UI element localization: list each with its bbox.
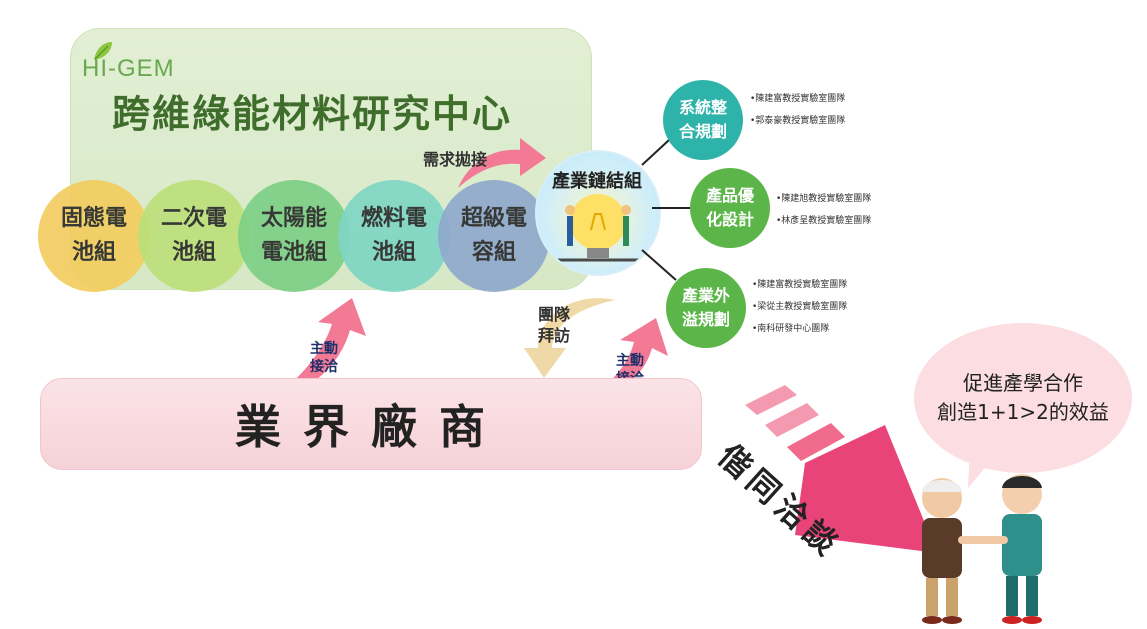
active-contact-line2: 接洽: [310, 359, 338, 376]
group-label-line1: 固態電: [60, 205, 127, 231]
group-solar-cell: 太陽能電池組: [238, 180, 350, 292]
bubble-line2: 創造1+1>2的效益: [937, 400, 1109, 424]
lightbulb-icon: [557, 194, 639, 262]
team-visit-line1: 團隊: [538, 305, 571, 324]
branch-label-line1: 產業外: [681, 286, 730, 305]
group-label-line1: 太陽能: [260, 205, 327, 231]
active-contact-label-1: 主動 接洽: [310, 340, 338, 376]
group-label-line2: 池組: [171, 240, 216, 265]
leaf-icon: [94, 42, 112, 60]
branch-label-line1: 產品優: [705, 186, 754, 205]
handshake-people-illustration: [922, 474, 1042, 624]
group-label-line2: 容組: [471, 240, 516, 265]
group-label-line2: 池組: [71, 240, 116, 265]
demand-arrow: [458, 138, 546, 188]
team-list-spillover: •陳建富教授實驗室團隊 •梁從主教授實驗室團隊 •南科研發中心團隊: [752, 274, 847, 340]
team-visit-arrow: [524, 298, 615, 378]
branch-label-line2: 合規劃: [678, 122, 727, 141]
branch-industry-spillover: 產業外溢規劃: [666, 268, 746, 348]
industry-label: 業界廠商: [235, 400, 507, 454]
group-label-line1: 超級電: [460, 205, 527, 231]
branch-product-optimization: 產品優化設計: [690, 168, 770, 248]
team-item: •陳建富教授實驗室團隊: [750, 94, 846, 104]
active-contact-arrow-1: [266, 298, 366, 404]
team-list-product: •陳建旭教授實驗室團隊 •林彥呈教授實驗室團隊: [776, 188, 871, 232]
group-label-line1: 燃料電: [360, 205, 427, 231]
team-item: •陳建富教授實驗室團隊: [752, 280, 848, 290]
group-solid-state-battery: 固態電池組: [38, 180, 150, 292]
group-fuel-cell: 燃料電池組: [338, 180, 450, 292]
active-contact-line1: 主動: [310, 341, 338, 357]
team-item: •郭泰豪教授實驗室團隊: [750, 116, 846, 126]
speech-bubble: 促進產學合作 創造1+1>2的效益: [914, 323, 1132, 473]
group-label-line2: 電池組: [260, 240, 327, 265]
demand-label: 需求拋接: [423, 150, 488, 169]
industry-link-hub: [535, 150, 661, 276]
team-visit-label: 團隊 拜訪: [538, 305, 570, 347]
team-item: •陳建旭教授實驗室團隊: [776, 194, 872, 204]
branch-system-integration: 系統整合規劃: [663, 80, 743, 160]
team-list-system: •陳建富教授實驗室團隊 •郭泰豪教授實驗室團隊: [750, 88, 845, 132]
group-secondary-battery: 二次電池組: [138, 180, 250, 292]
branch-label-line2: 化設計: [705, 210, 754, 229]
team-item: •梁從主教授實驗室團隊: [752, 302, 848, 312]
active-contact-arrow-2: [576, 318, 668, 402]
bubble-line1: 促進產學合作: [962, 371, 1083, 395]
logo-text: HI-GEM: [82, 55, 175, 82]
group-label-line2: 池組: [371, 240, 416, 265]
branch-label-line2: 溢規劃: [681, 310, 730, 329]
hub-label: 產業鏈結組: [552, 171, 642, 192]
team-item: •南科研發中心團隊: [752, 324, 830, 334]
team-item: •林彥呈教授實驗室團隊: [776, 216, 872, 226]
center-title: 跨維綠能材料研究中心: [112, 92, 513, 136]
industry-vendors-panel: 業界廠商: [40, 378, 702, 470]
bubble-text: 促進產學合作 創造1+1>2的效益: [937, 369, 1109, 427]
team-visit-line2: 拜訪: [538, 325, 571, 345]
group-label-line1: 二次電: [160, 205, 227, 231]
active-contact-line1: 主動: [616, 353, 644, 369]
group-supercapacitor: 超級電容組: [438, 180, 550, 292]
branch-label-line1: 系統整: [678, 98, 727, 117]
accompany-arrow: [745, 385, 937, 553]
